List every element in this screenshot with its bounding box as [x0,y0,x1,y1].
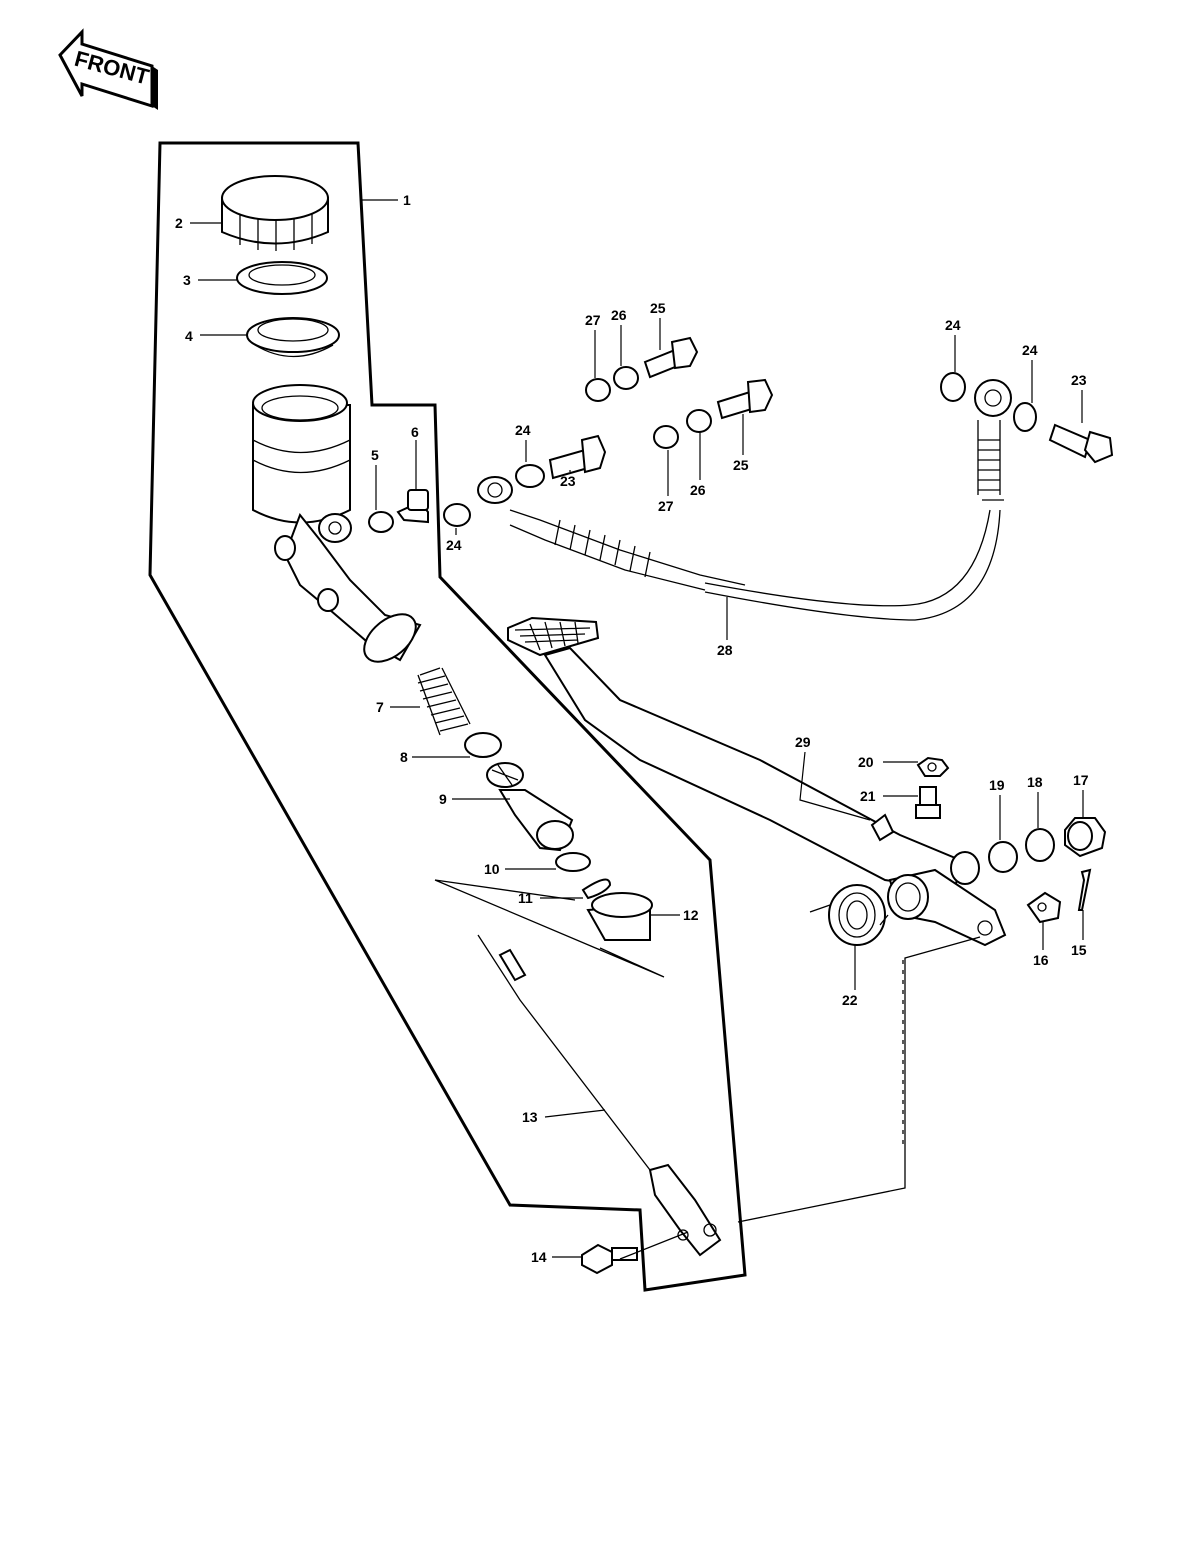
callout-9: 9 [439,791,447,807]
callout-labels: 1 2 3 4 5 6 7 8 9 10 11 12 13 14 15 16 1… [175,192,1089,1265]
callout-11: 11 [518,890,533,906]
washer-26-mid [686,409,712,433]
banjo-bolt-23-left [548,434,607,480]
washer-18 [1025,828,1055,862]
washer-19 [988,841,1018,873]
callout-24-top-right: 24 [945,317,961,333]
washer-27-mid [653,425,679,449]
dust-boot [586,892,653,941]
callout-13: 13 [522,1109,538,1125]
callout-17: 17 [1073,772,1089,788]
callout-5: 5 [371,447,379,463]
callout-16: 16 [1033,952,1049,968]
reservoir-cap [221,175,329,251]
callout-25-top: 25 [650,300,666,316]
callout-24-left: 24 [515,422,531,438]
callout-4: 4 [185,328,193,344]
banjo-bolt-23-right [1048,423,1114,464]
joint-16 [1026,891,1062,924]
master-cylinder-body [252,384,422,663]
brake-hose [477,379,1012,621]
callout-24-right: 24 [1022,342,1038,358]
callout-23-left: 23 [560,473,576,489]
callout-10: 10 [484,861,500,877]
sealing-washer [368,511,394,533]
washer-26-top [613,366,639,390]
callout-19: 19 [989,777,1005,793]
washer-27-top [585,378,611,402]
primary-cup [464,732,502,758]
washer-24-top-right [940,372,966,402]
callout-26-mid: 26 [690,482,706,498]
callout-29: 29 [795,734,811,750]
return-spring [417,667,471,736]
nut-20 [916,756,950,777]
callout-12: 12 [683,907,699,923]
piston [486,762,574,852]
callout-8: 8 [400,749,408,765]
front-arrow-badge: FRONT [58,28,158,110]
assembly-frame [148,141,747,1292]
pedal-return-spring [809,884,889,946]
callout-21: 21 [860,788,876,804]
callout-27-top: 27 [585,312,601,328]
callout-25-mid: 25 [733,457,749,473]
callout-14: 14 [531,1249,547,1265]
callout-3: 3 [183,272,191,288]
cotter-pin [1077,868,1092,911]
callout-24-hose: 24 [446,537,462,553]
washer-24-left [515,464,545,488]
callout-28: 28 [717,642,733,658]
callout-18: 18 [1027,774,1043,790]
banjo-bolt [396,489,429,524]
acorn-nut [1064,817,1107,858]
callout-15: 15 [1071,942,1087,958]
push-rod [477,934,722,1257]
bolt-25-top [643,336,699,379]
assembly-indicator-lines [434,879,665,978]
callout-27-mid: 27 [658,498,674,514]
callout-6: 6 [411,424,419,440]
stopper-bolt-21 [915,786,941,819]
diaphragm [246,317,340,358]
diaphragm-plate [236,261,328,295]
guide-line-clevis [619,936,981,1260]
brake-pedal [507,616,1007,947]
callout-1: 1 [403,192,411,208]
clevis-bolt [581,1243,638,1275]
callout-7: 7 [376,699,384,715]
callout-23-right: 23 [1071,372,1087,388]
washer-24-hose [443,503,471,527]
circlip [581,878,612,900]
callout-20: 20 [858,754,874,770]
bolt-25-mid [716,378,774,420]
washer-24-right [1013,402,1037,432]
callout-26-top: 26 [611,307,627,323]
callout-2: 2 [175,215,183,231]
callout-22: 22 [842,992,858,1008]
leader-lines [190,199,1084,1258]
piston-stopper [555,852,591,872]
